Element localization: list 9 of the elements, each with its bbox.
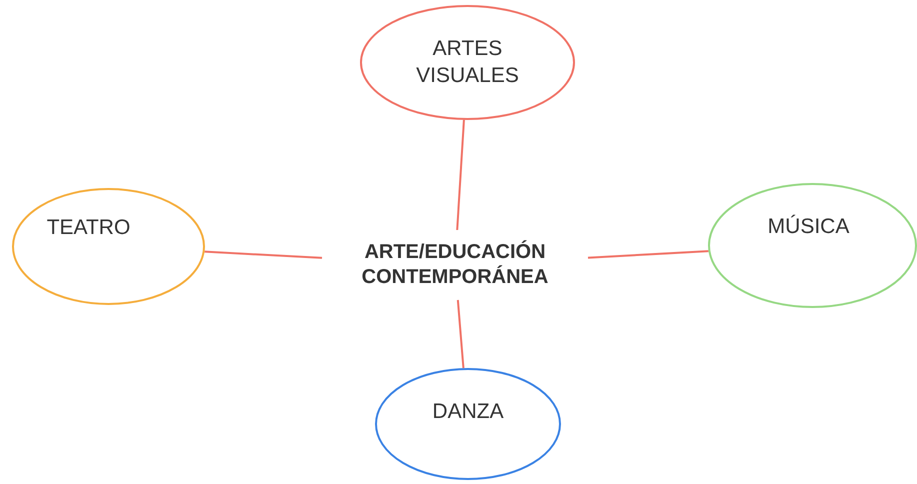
- connector-line: [456, 300, 464, 368]
- central-concept-text: ARTE/EDUCACIÓN CONTEMPORÁNEA: [360, 240, 550, 290]
- connector-line: [588, 250, 708, 259]
- node-label: TEATRO: [46, 215, 130, 242]
- connector-line: [204, 250, 322, 259]
- node-label: ARTES VISUALES: [415, 36, 520, 88]
- connector-line: [456, 120, 465, 230]
- node-label: MÚSICA: [768, 214, 850, 240]
- node-label: DANZA: [432, 398, 504, 425]
